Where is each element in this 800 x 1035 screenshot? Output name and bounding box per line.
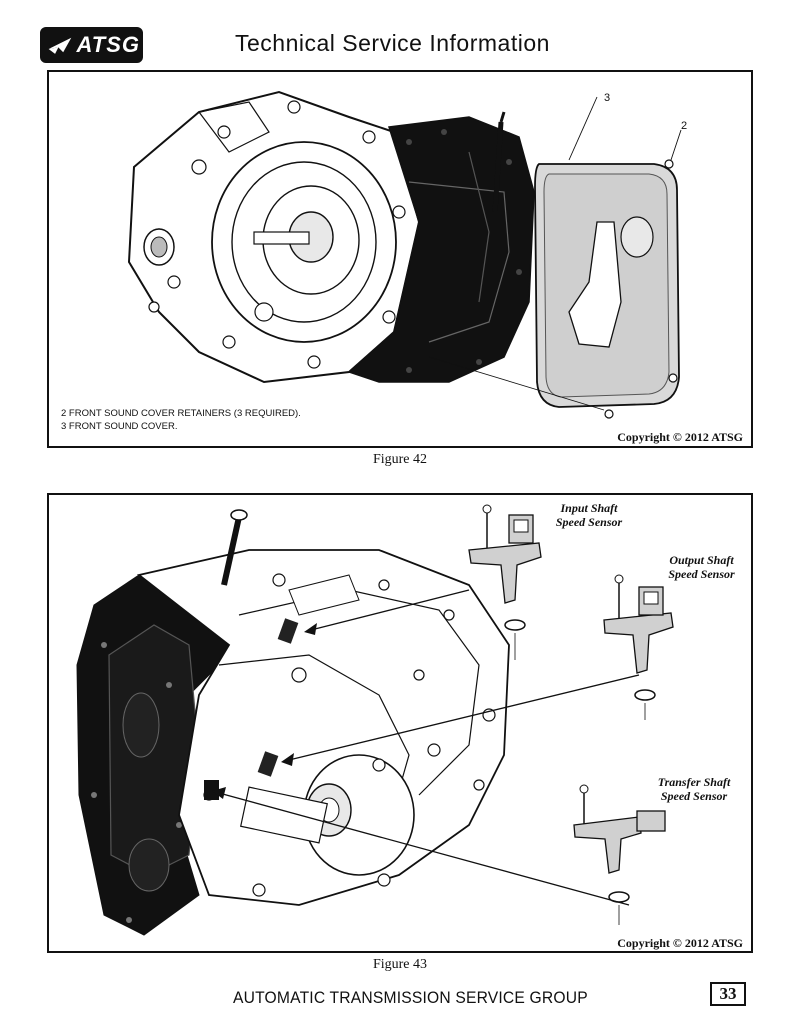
input-shaft-sensor-label: Input Shaft Speed Sensor [534,501,644,529]
sensor-label-line: Input Shaft [560,501,618,515]
callout-2: 2 [681,120,688,132]
figure-43-caption: Figure 43 [372,957,428,972]
page-number: 33 [710,982,746,1006]
sensor-label-line: Speed Sensor [660,789,728,803]
atsg-logo-mark-icon [48,37,72,54]
page-title: Technical Service Information [235,30,550,56]
sensor-label-line: Output Shaft [669,553,734,567]
legend-item: 2 FRONT SOUND COVER RETAINERS (3 REQUIRE… [61,408,301,419]
figure-43-copyright: Copyright © 2012 ATSG [617,936,743,950]
figure-42-copyright: Copyright © 2012 ATSG [617,430,743,444]
figure-42-legend: 2 FRONT SOUND COVER RETAINERS (3 REQUIRE… [61,407,301,433]
callout-3: 3 [604,92,611,104]
sensor-label-line: Speed Sensor [555,515,623,529]
transmission-sound-cover-illustration [127,90,682,419]
transfer-shaft-sensor-label: Transfer Shaft Speed Sensor [639,775,749,803]
logo-text: ATSG [76,32,140,57]
sensor-label-line: Speed Sensor [668,567,735,581]
legend-item: 3 FRONT SOUND COVER. [61,421,178,432]
figure-42-frame: 3 2 2 FRONT SOUND COVER RETAINERS (3 REQ… [47,70,753,448]
output-shaft-sensor-label: Output Shaft Speed Sensor [654,553,749,581]
figure-43-frame: Input Shaft Speed Sensor Output Shaft Sp… [47,493,753,953]
transmission-speed-sensors-illustration [76,504,674,936]
atsg-logo: ATSG [40,27,143,63]
footer-text: AUTOMATIC TRANSMISSION SERVICE GROUP [233,988,588,1007]
figure-42-caption: Figure 42 [372,452,428,467]
sensor-label-line: Transfer Shaft [657,775,731,789]
